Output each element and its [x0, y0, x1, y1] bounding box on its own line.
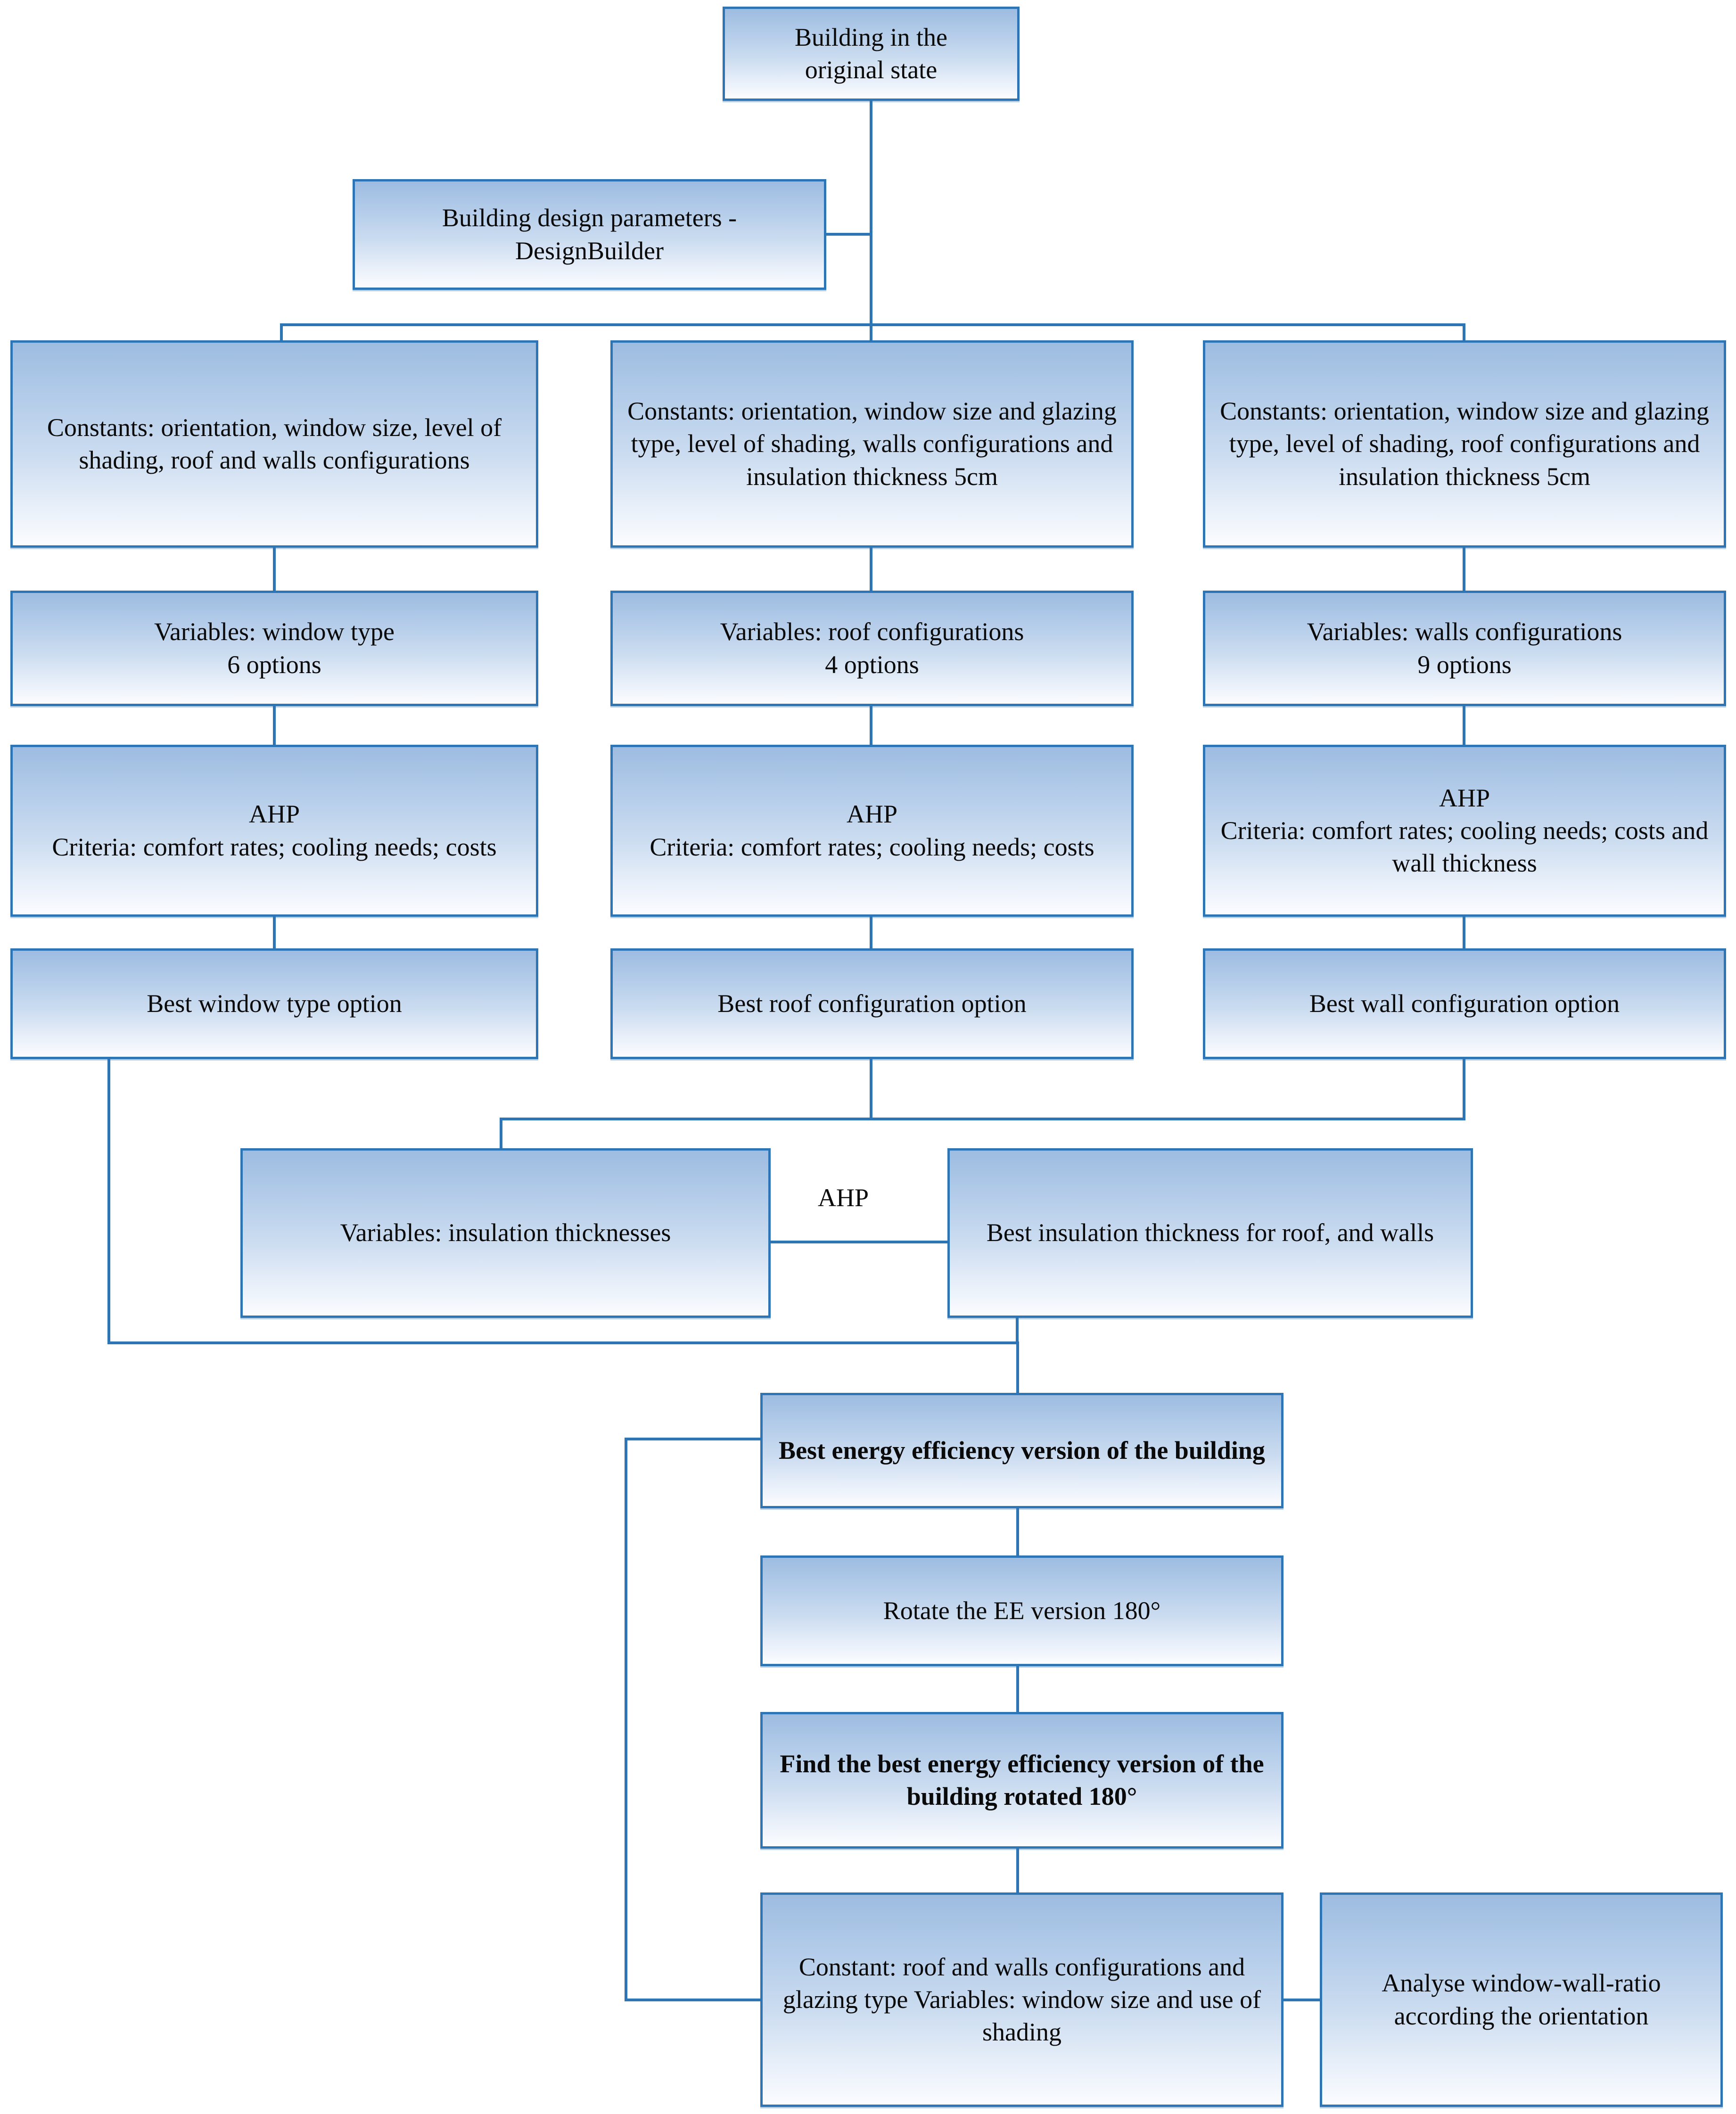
node-best-wall-config-option-label: Best wall configuration option — [1309, 989, 1620, 1018]
node-design-parameters[interactable]: Building design parameters -DesignBuilde… — [353, 179, 826, 290]
connector-ahp-roof-to-best — [870, 917, 872, 951]
connector-variables-walls-to-ahp — [1463, 706, 1465, 748]
connector-bus-three-columns — [280, 323, 1465, 326]
node-constant-window-size-shading[interactable]: Constant: roof and walls configurations … — [760, 1892, 1283, 2107]
connector-ahp-walls-to-best — [1463, 917, 1465, 951]
node-best-roof-config-option[interactable]: Best roof configuration option — [610, 948, 1134, 1059]
node-rotate-ee-version-label: Rotate the EE version 180° — [883, 1596, 1161, 1625]
node-find-best-rotated-label: Find the best energy efficiency version … — [780, 1749, 1264, 1810]
node-best-roof-config-option-label: Best roof configuration option — [717, 989, 1027, 1018]
node-rotate-ee-version[interactable]: Rotate the EE version 180° — [760, 1555, 1283, 1666]
node-variables-insulation-thicknesses-label: Variables: insulation thicknesses — [340, 1218, 671, 1247]
node-best-energy-efficiency-version-label: Best energy efficiency version of the bu… — [779, 1436, 1265, 1464]
connector-root-stem — [870, 101, 872, 325]
node-best-window-type-option[interactable]: Best window type option — [10, 948, 538, 1059]
connector-find-best-to-constant — [1016, 1849, 1019, 1896]
connector-insulation-pair — [768, 1241, 950, 1243]
connector-feedback-rail — [625, 1438, 627, 2001]
node-constant-window-size-shading-label: Constant: roof and walls configurations … — [782, 1952, 1261, 2047]
connector-best-window-left-rail — [107, 1059, 110, 1344]
connector-best-roof-down — [870, 1059, 872, 1120]
node-constants-roof-label: Constants: orientation, window size and … — [627, 397, 1117, 491]
node-best-energy-efficiency-version[interactable]: Best energy efficiency version of the bu… — [760, 1393, 1283, 1508]
connector-best-ee-to-rotate — [1016, 1508, 1019, 1559]
connector-best-wall-down — [1463, 1059, 1465, 1120]
node-analyse-window-wall-ratio[interactable]: Analyse window-wall-ratio according the … — [1320, 1892, 1723, 2107]
connector-constants-window-to-variables — [273, 548, 276, 594]
connector-bottom-bus — [107, 1341, 1018, 1344]
node-best-insulation-thickness-label: Best insulation thickness for roof, and … — [986, 1218, 1434, 1247]
node-constants-roof[interactable]: Constants: orientation, window size and … — [610, 340, 1134, 548]
connector-constants-walls-to-variables — [1463, 548, 1465, 594]
connector-design-params-to-trunk — [826, 233, 871, 236]
node-constants-walls[interactable]: Constants: orientation, window size and … — [1203, 340, 1726, 548]
connector-insulation-bus — [500, 1118, 1465, 1120]
connector-ahp-window-to-best — [273, 917, 276, 951]
node-best-wall-config-option[interactable]: Best wall configuration option — [1203, 948, 1726, 1059]
connector-insulation-bus-drop — [500, 1118, 502, 1152]
node-best-insulation-thickness[interactable]: Best insulation thickness for roof, and … — [947, 1148, 1473, 1318]
connector-bottom-pair — [1281, 1999, 1323, 2001]
node-constants-window[interactable]: Constants: orientation, window size, lev… — [10, 340, 538, 548]
connector-feedback-out — [625, 1999, 763, 2001]
node-find-best-rotated[interactable]: Find the best energy efficiency version … — [760, 1712, 1283, 1849]
connector-best-insulation-down — [1016, 1318, 1019, 1344]
connector-variables-window-to-ahp — [273, 706, 276, 748]
connector-bottom-bus-to-best-ee — [1016, 1341, 1019, 1396]
node-analyse-window-wall-ratio-label: Analyse window-wall-ratio according the … — [1382, 1969, 1661, 2030]
node-design-parameters-label: Building design parameters -DesignBuilde… — [442, 204, 737, 265]
connector-rotate-to-find-best — [1016, 1666, 1019, 1716]
node-constants-window-label: Constants: orientation, window size, lev… — [47, 413, 502, 474]
connector-variables-roof-to-ahp — [870, 706, 872, 748]
label-ahp-insulation: AHP — [818, 1184, 869, 1212]
node-best-window-type-option-label: Best window type option — [147, 989, 402, 1018]
node-variables-insulation-thicknesses[interactable]: Variables: insulation thicknesses — [240, 1148, 771, 1318]
node-constants-walls-label: Constants: orientation, window size and … — [1220, 397, 1709, 491]
connector-constants-roof-to-variables — [870, 548, 872, 594]
connector-feedback-in — [625, 1438, 763, 1440]
